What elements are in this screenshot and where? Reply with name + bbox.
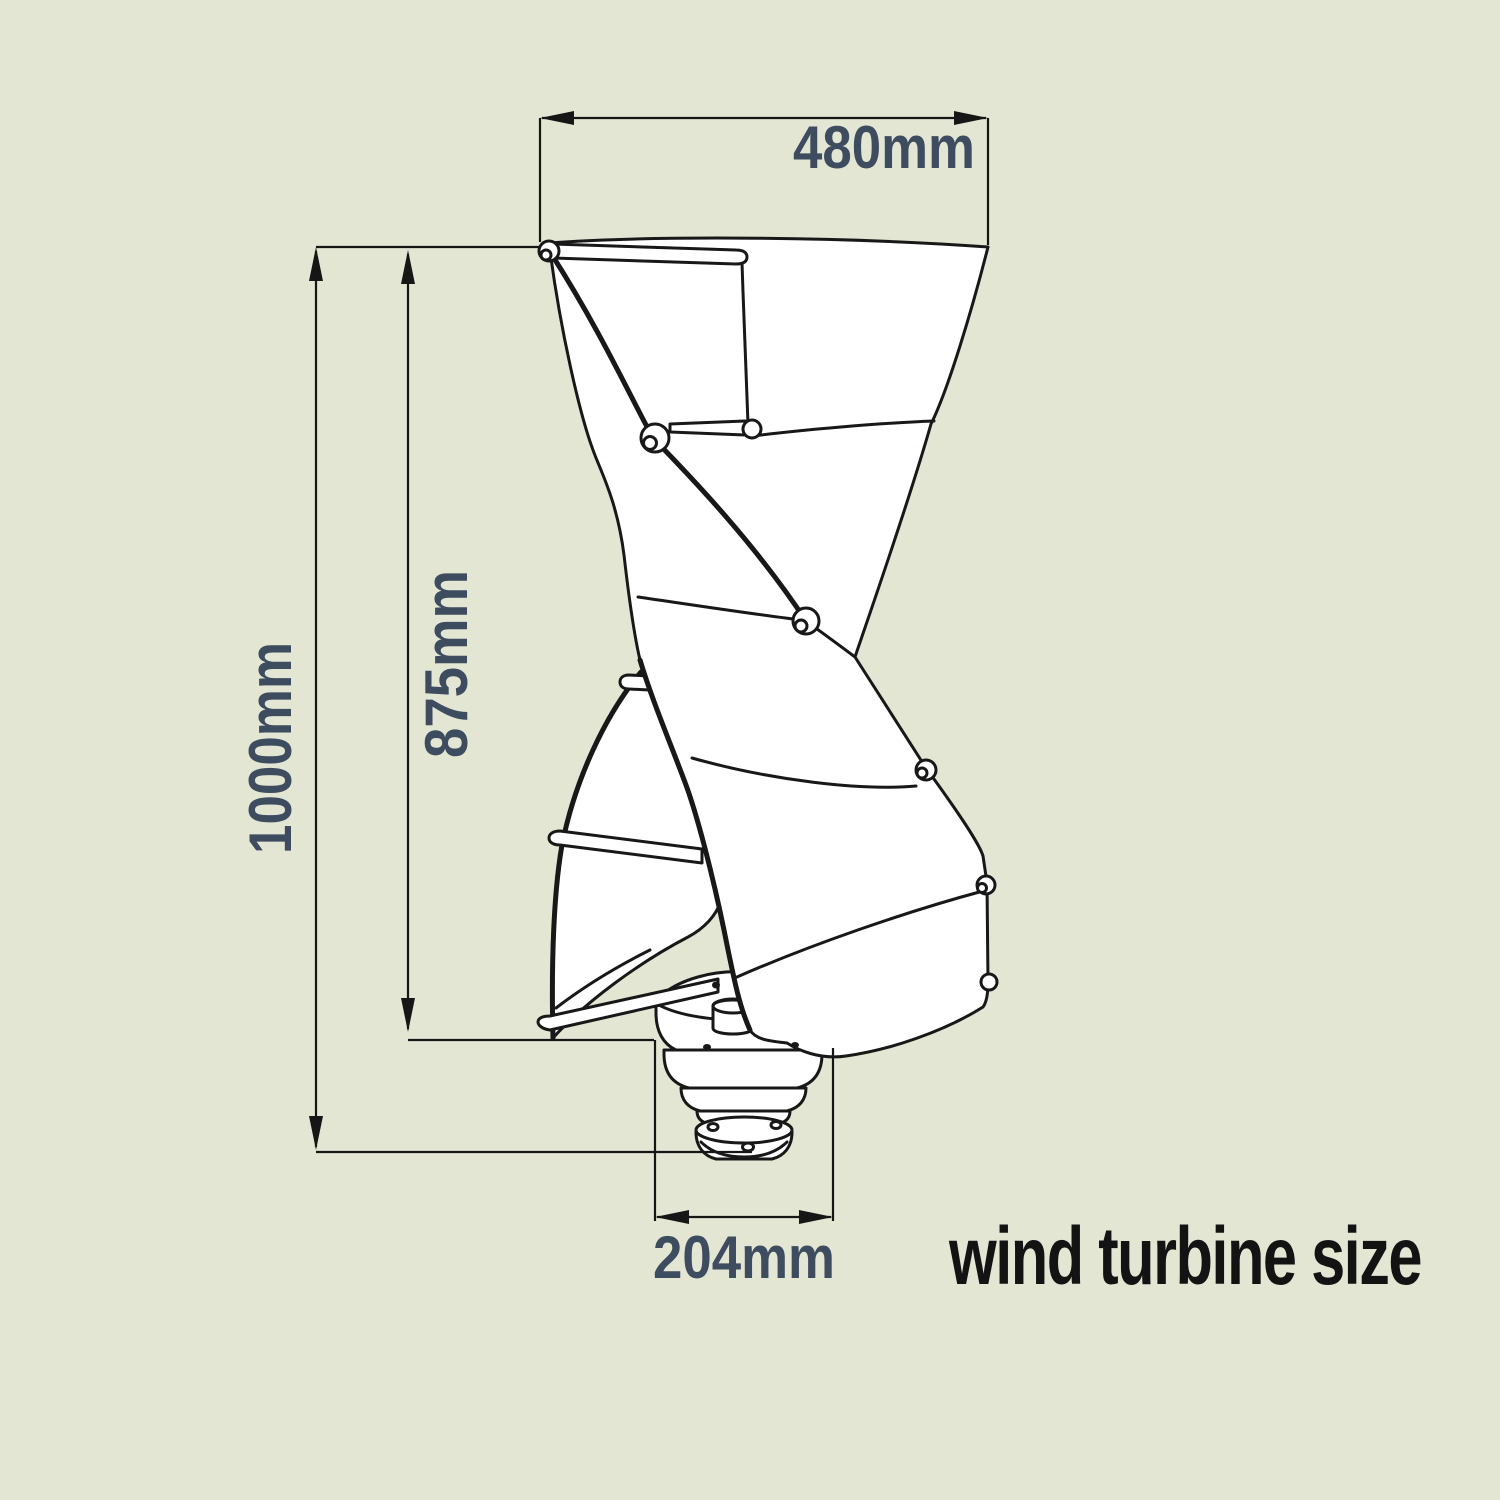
panel-seam-lower [690, 756, 918, 789]
arrowhead-right [954, 111, 988, 125]
trailing-seam-upper [740, 261, 750, 426]
dimension-top-width: 480mm [538, 111, 990, 245]
leading-edge-middle [650, 435, 809, 624]
arrowhead-left [655, 1210, 689, 1224]
arrowhead-bottom [401, 998, 415, 1032]
panel-seam-waist [636, 595, 804, 622]
strut-lower-left [547, 829, 704, 865]
strut-top [551, 242, 749, 266]
dimension-base-width: 204mm [653, 1040, 835, 1291]
dimension-label-480mm: 480mm [793, 114, 975, 181]
flange-bolt-hole-right [769, 1120, 783, 1130]
edge-bolt-1-inner [915, 766, 929, 780]
strut-middle [668, 419, 755, 437]
plate-bolt-left [703, 1044, 711, 1050]
hub-top-bolt [539, 248, 553, 262]
arrowhead-right [799, 1210, 833, 1224]
strut-bottom [536, 977, 720, 1032]
dimension-label-1000mm: 1000mm [237, 642, 304, 854]
dimension-label-875mm: 875mm [413, 570, 480, 758]
strut-bottom-bolt [712, 981, 720, 989]
hub-lower-bolt [793, 618, 809, 634]
flange-bolt-hole-front [741, 1141, 755, 1153]
hub-middle-bolt [642, 435, 658, 451]
dimension-blade-height: 875mm [401, 250, 654, 1042]
generator-ring-2 [679, 1086, 808, 1113]
strut-middle-bracket [741, 418, 763, 440]
arrowhead-top [309, 247, 323, 281]
edge-bolt-2-inner [976, 882, 988, 894]
panel-seam-bottom [735, 889, 985, 979]
flange-bolt-hole-left [706, 1122, 720, 1132]
arrowhead-left [540, 111, 574, 125]
arrowhead-top [401, 250, 415, 284]
dimension-label-204mm: 204mm [653, 1224, 835, 1291]
dimension-total-height: 1000mm [237, 245, 752, 1154]
hubs-and-bolts [537, 239, 999, 1050]
edge-bolt-3 [979, 972, 999, 992]
leading-edge-lower [637, 657, 753, 1033]
turbine-drawing [536, 236, 999, 1161]
arrowhead-bottom [309, 1116, 323, 1150]
plate-bolt-right [791, 1042, 799, 1048]
panel-seam-upper [751, 419, 936, 438]
diagram-title: wind turbine size [948, 1211, 1421, 1302]
rear-sail-inner-lip [554, 948, 652, 1010]
leading-edge-upper [549, 252, 656, 441]
generator-ring-1 [662, 1048, 824, 1090]
mounting-flange-rim [699, 1140, 789, 1159]
